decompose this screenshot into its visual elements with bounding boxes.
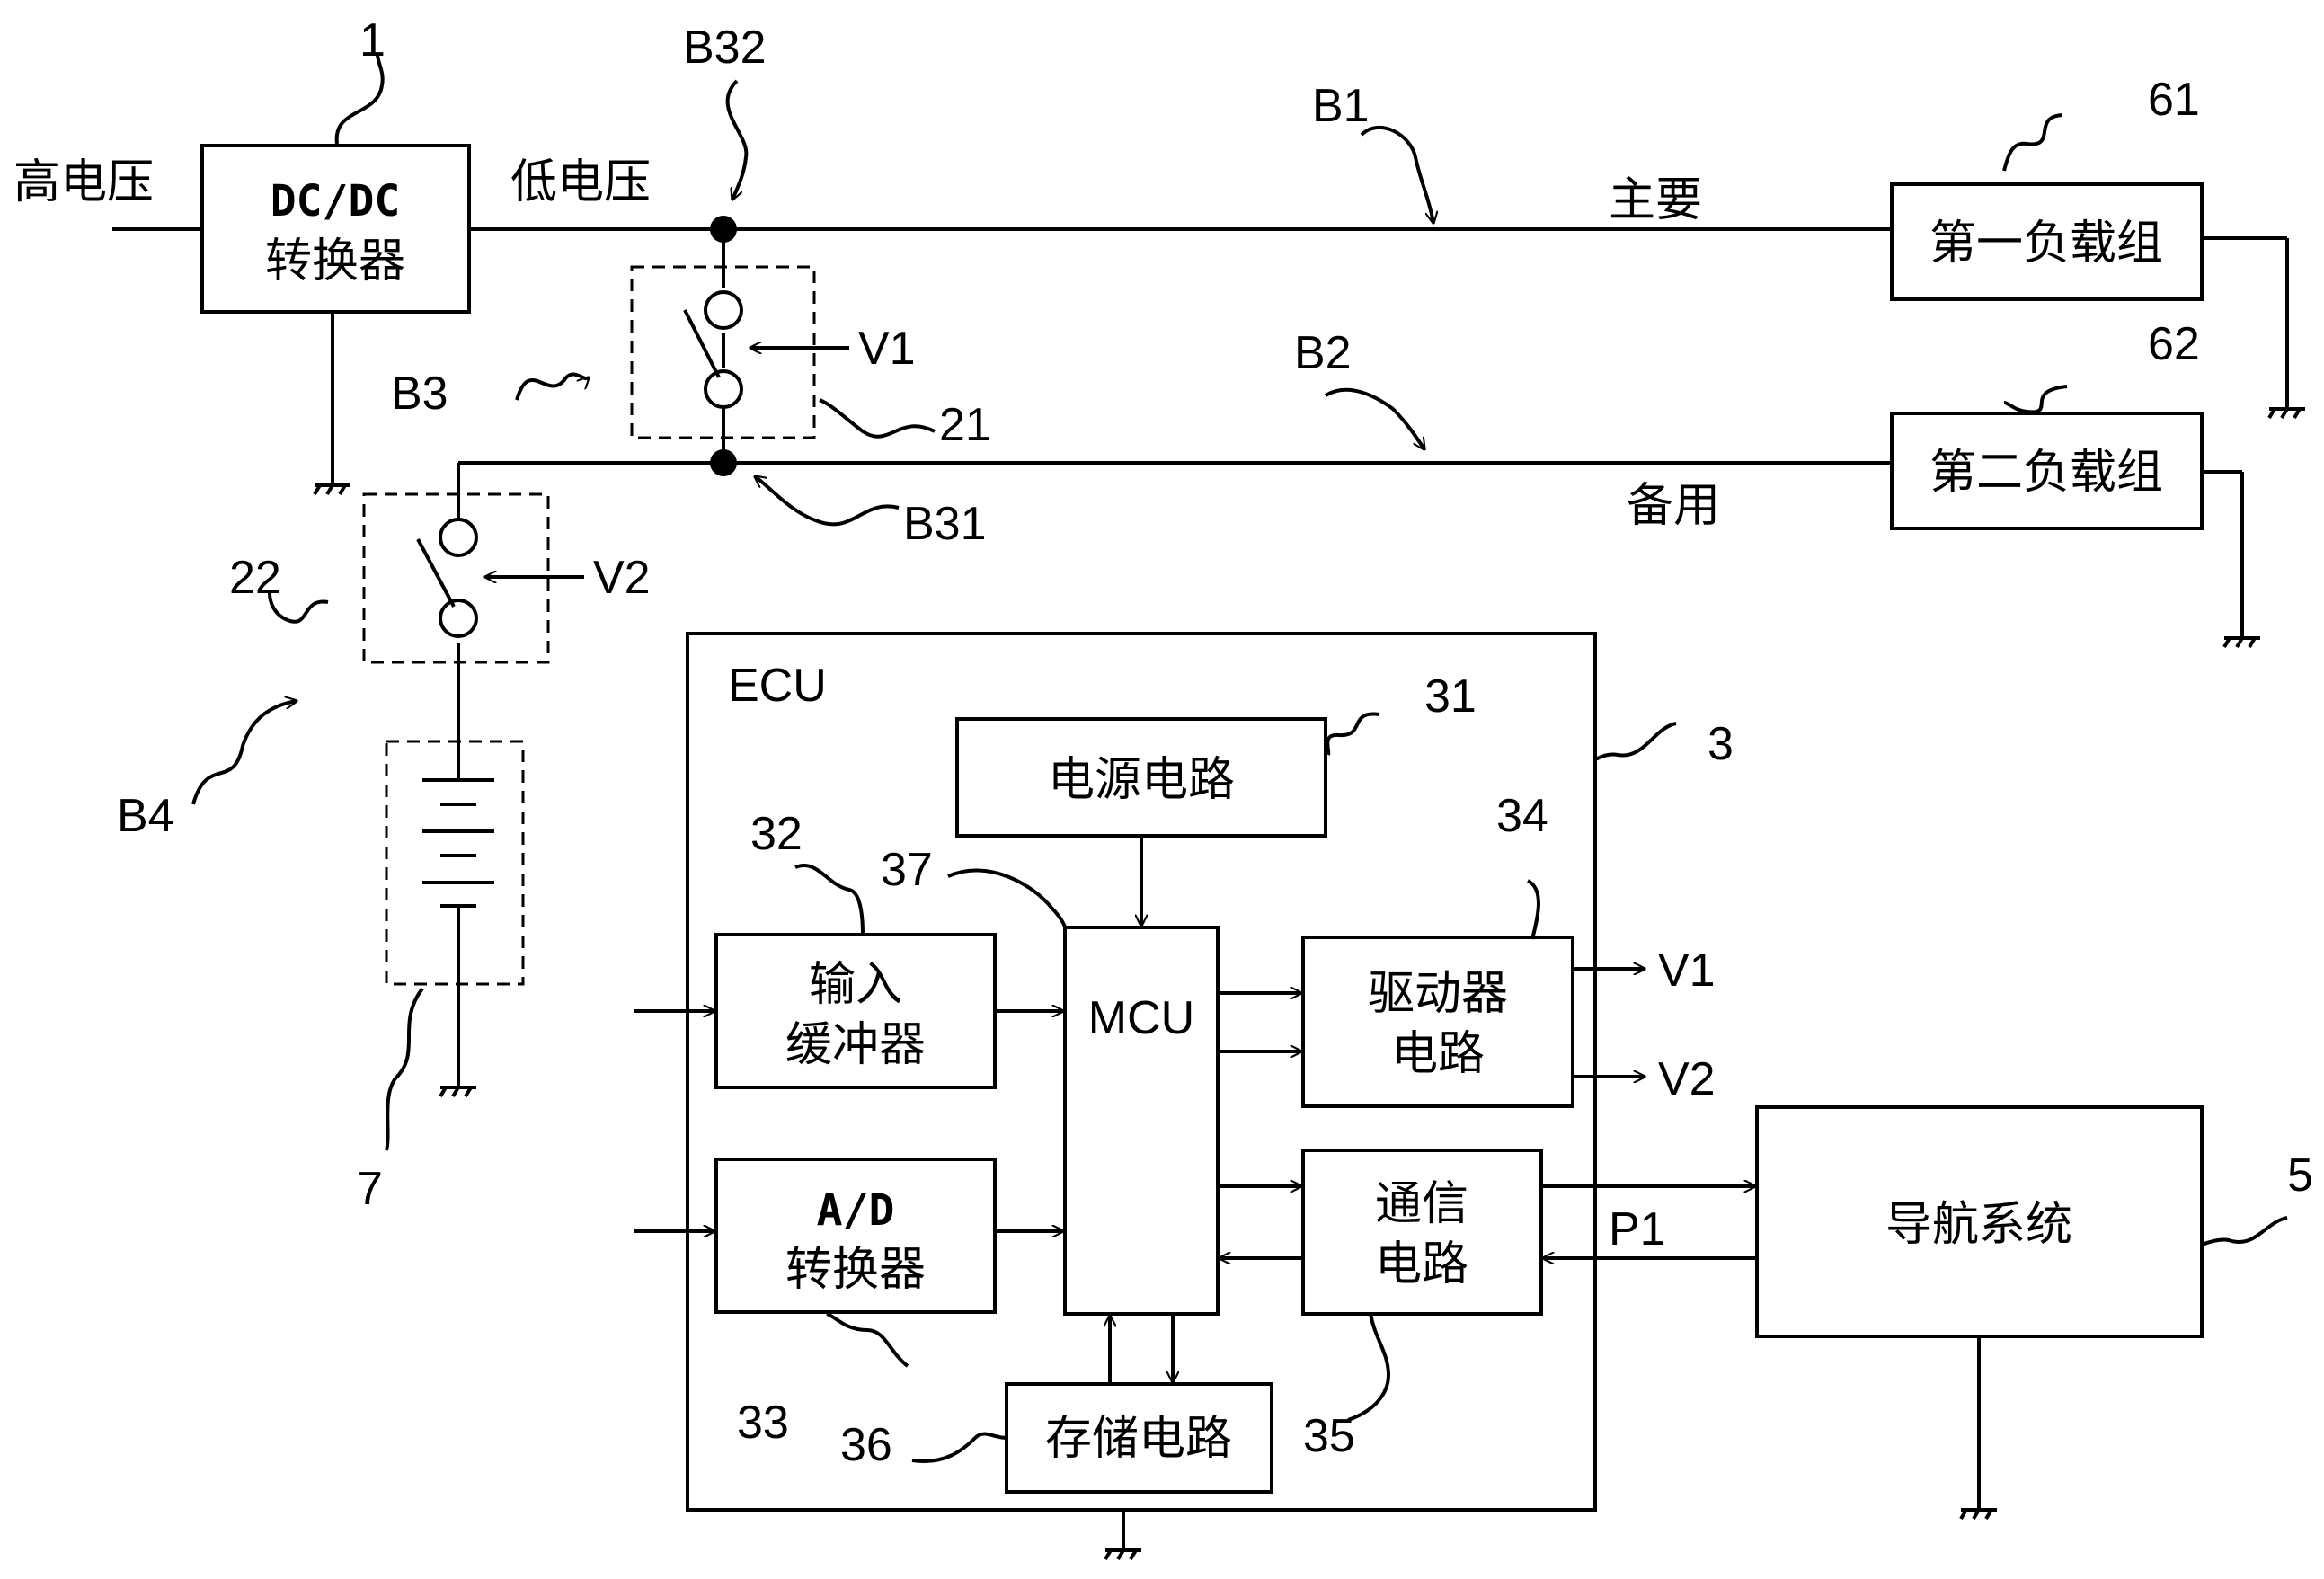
v1-output-label: V1 [1658,945,1716,997]
storage-label: 存储电路 [1045,1412,1232,1466]
load2-label: 第二负载组 [1929,446,2163,500]
ref-b31: B31 [903,498,987,550]
ref-21: 21 [939,399,991,451]
p1-label: P1 [1609,1203,1666,1255]
dcdc-converter: DC/DC 转换器 [200,144,471,314]
ground-icon [1104,1548,1141,1561]
communication-circuit: 通信 电路 [1301,1149,1543,1316]
ecu-signal-arrows [634,969,1757,1384]
ad-converter: A/D 转换器 [714,1158,997,1314]
ref-b1: B1 [1312,80,1370,132]
ref-7: 7 [357,1163,383,1215]
ref-37: 37 [881,844,933,896]
storage-circuit: 存储电路 [1005,1382,1273,1494]
battery-7 [385,740,525,1087]
ad-label-1: A/D [817,1185,895,1236]
load1-label: 第一负载组 [1929,217,2163,271]
ref-62: 62 [2148,318,2200,370]
ground-icon [2222,636,2260,649]
ref-5: 5 [2287,1149,2313,1202]
load-group-1: 第一负载组 [1890,182,2204,301]
load-group-2: 第二负载组 [1890,412,2204,530]
input-buffer-label-1: 输入 [809,958,902,1012]
mcu-label: MCU [1088,992,1194,1044]
main-label: 主要 [1609,173,1702,227]
reference-labels: 1 B32 B1 B2 61 62 B3 21 B31 22 B4 7 31 3… [117,14,2313,1471]
input-buffer-label-2: 缓冲器 [785,1018,926,1072]
ref-34: 34 [1496,790,1548,842]
v2-label: V2 [593,552,651,604]
ground-leads [1122,1336,1981,1550]
v2-output-label: V2 [1658,1053,1716,1105]
comm-label-2: 电路 [1375,1237,1468,1291]
junction-b32 [710,216,737,243]
switch-21 [630,265,849,439]
mcu: MCU [1063,926,1220,1316]
driver-label-1: 驱动器 [1368,967,1508,1021]
nav-label: 导航系统 [1885,1198,2072,1252]
ground-icon [439,1086,476,1098]
power-circuit: 电源电路 [955,717,1327,838]
backup-label: 备用 [1627,479,1720,533]
ground-icon [1959,1508,1997,1521]
ref-22: 22 [229,552,281,604]
junction-b31 [710,449,737,476]
input-buffer: 输入 缓冲器 [714,933,997,1089]
ref-1: 1 [359,14,386,67]
driver-label-2: 电路 [1391,1027,1485,1081]
power-circuit-label: 电源电路 [1048,753,1235,807]
ref-b4: B4 [117,790,174,842]
switch-22 [362,492,584,664]
high-voltage-label: 高电压 [13,155,154,209]
ref-3: 3 [1708,718,1734,770]
ref-36: 36 [840,1419,892,1471]
ref-33: 33 [737,1397,789,1449]
ground-icon [2267,407,2305,420]
low-voltage-label: 低电压 [510,155,651,209]
comm-label-1: 通信 [1375,1177,1468,1231]
ecu-label: ECU [728,660,827,712]
ad-label-2: 转换器 [785,1243,926,1297]
dcdc-label-line1: DC/DC [271,176,401,226]
ref-32: 32 [750,808,803,860]
navigation-system: 导航系统 [1755,1105,2204,1338]
ref-b32: B32 [683,22,767,74]
v1-label: V1 [858,323,916,375]
reference-leaders [191,53,2288,1463]
driver-circuit: 驱动器 电路 [1301,936,1574,1108]
ground-icon [313,483,350,496]
ground-symbols [313,407,2305,1561]
ref-35: 35 [1303,1410,1355,1462]
ref-b3: B3 [391,368,448,420]
ref-b2: B2 [1294,327,1352,379]
ref-31: 31 [1424,670,1477,723]
ref-61: 61 [2148,74,2200,126]
power-wiring [112,227,2289,746]
dcdc-label-line2: 转换器 [265,235,405,288]
